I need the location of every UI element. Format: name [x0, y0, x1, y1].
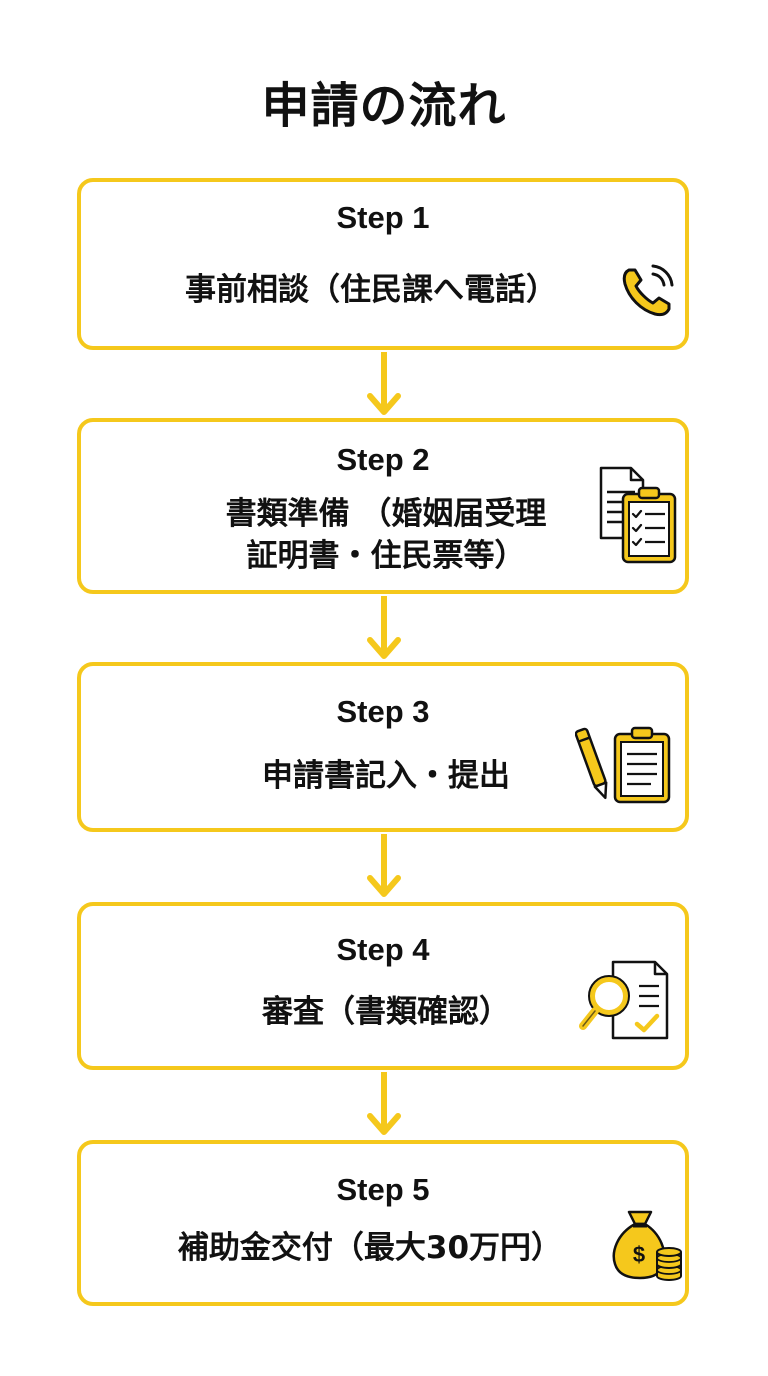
magnifier-document-icon [577, 958, 673, 1044]
step-3-label: Step 3 [336, 694, 430, 729]
step-2-text-line-2: 証明書・住民票等） [246, 538, 526, 574]
phone-icon [615, 258, 679, 322]
step-1-box: Step 1 事前相談（住民課へ電話） [77, 178, 689, 350]
step-5-box: Step 5 補助金交付（最大30万円） $ [77, 1140, 689, 1306]
step-4-box: Step 4 審査（書類確認） [77, 902, 689, 1070]
flow-arrow-1 [366, 352, 402, 418]
flow-arrow-4 [366, 1072, 402, 1138]
step-5-label: Step 5 [336, 1172, 430, 1207]
svg-text:$: $ [633, 1242, 645, 1267]
step-2-label: Step 2 [336, 442, 430, 477]
step-3-text: 申請書記入・提出 [262, 758, 510, 794]
flow-arrow-2 [366, 596, 402, 662]
pen-clipboard-icon [575, 724, 675, 806]
step-2-box: Step 2 書類準備 （婚姻届受理 証明書・住民票等） [77, 418, 689, 594]
step-4-label: Step 4 [336, 932, 430, 967]
page-title: 申請の流れ [261, 78, 507, 134]
step-1-text: 事前相談（住民課へ電話） [185, 272, 557, 308]
step-1-label: Step 1 [336, 200, 430, 235]
step-4-text: 審査（書類確認） [262, 994, 510, 1030]
step-5-text: 補助金交付（最大30万円） [177, 1230, 563, 1266]
step-3-box: Step 3 申請書記入・提出 [77, 662, 689, 832]
step-2-text-line-1: 書類準備 （婚姻届受理 [225, 496, 547, 532]
documents-clipboard-icon [595, 464, 679, 568]
flow-arrow-3 [366, 834, 402, 900]
money-bag-icon: $ [607, 1206, 683, 1282]
